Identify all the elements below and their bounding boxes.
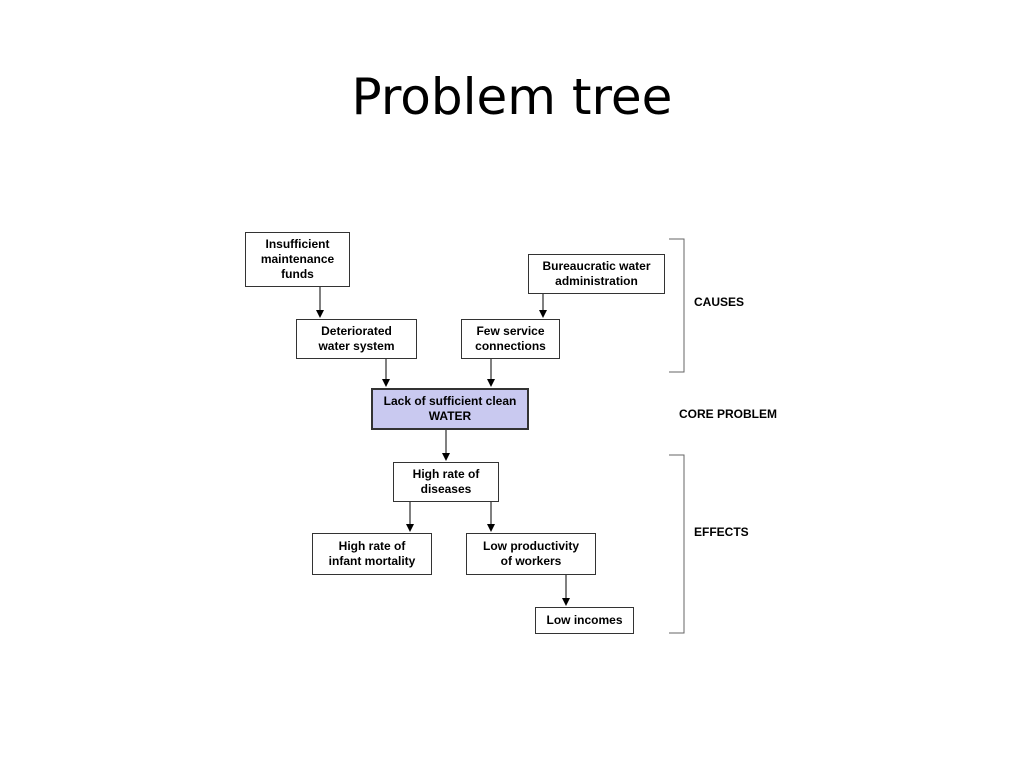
label-core-problem: CORE PROBLEM <box>679 407 778 421</box>
causes-bracket <box>669 238 685 373</box>
label-causes: CAUSES <box>694 295 745 309</box>
box-core-problem: Lack of sufficient clean WATER <box>371 388 529 430</box>
box-high-rate-of-diseases: High rate of diseases <box>393 462 499 502</box>
box-insufficient-maintenance-funds: Insufficient maintenance funds <box>245 232 350 287</box>
label-effects: EFFECTS <box>694 525 749 539</box>
box-high-rate-of-infant-mortality: High rate of infant mortality <box>312 533 432 575</box>
box-low-incomes: Low incomes <box>535 607 634 634</box>
box-deteriorated-water-system: Deteriorated water system <box>296 319 417 359</box>
box-bureaucratic-water-administration: Bureaucratic water administration <box>528 254 665 294</box>
box-low-productivity-of-workers: Low productivity of workers <box>466 533 596 575</box>
box-few-service-connections: Few service connections <box>461 319 560 359</box>
effects-bracket <box>669 454 685 634</box>
slide-title: Problem tree <box>351 68 673 126</box>
